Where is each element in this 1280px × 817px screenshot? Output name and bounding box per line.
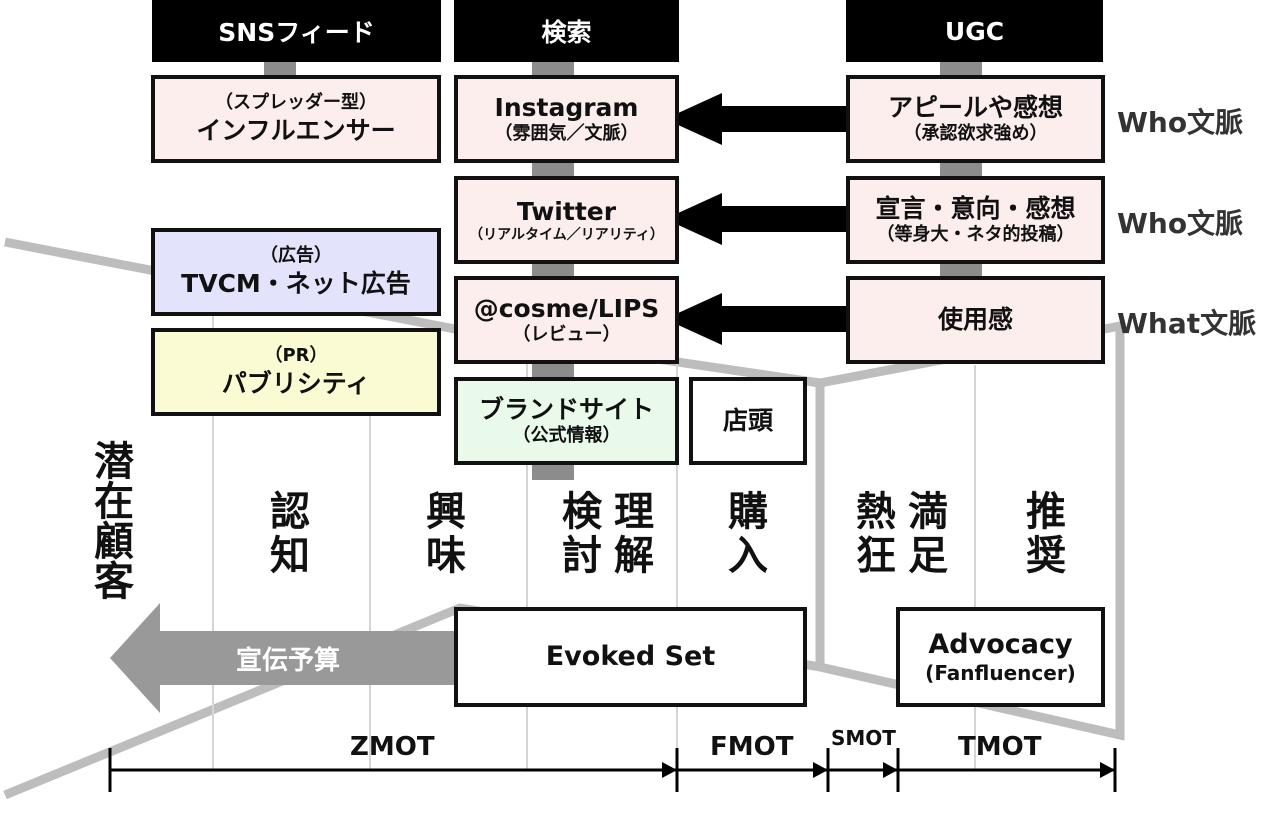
influencer-sub: （スプレッダー型） <box>215 92 377 114</box>
advocacy-box: Advocacy (Fanfluencer) <box>896 607 1105 707</box>
stage-interest: 興味 <box>419 490 465 578</box>
advertising-main: TVCM・ネット広告 <box>181 268 411 298</box>
cosme-sub: （レビュー） <box>512 324 621 346</box>
store-box: 店頭 <box>689 377 807 465</box>
advertising-sub: （広告） <box>260 245 332 267</box>
influencer-box: （スプレッダー型） インフルエンサー <box>151 75 441 163</box>
stage-understanding-consideration: 検討 理解 <box>555 490 653 578</box>
ugc-header: UGC <box>846 0 1103 62</box>
twitter-main: Twitter <box>516 196 617 226</box>
cosme-main: @cosme/LIPS <box>473 294 660 324</box>
publicity-box: （PR） パブリシティ <box>151 328 441 416</box>
appeal-sub: （承認欲求強め） <box>903 123 1048 145</box>
context-label-who-2: Who文脈 <box>1117 207 1244 240</box>
zmot-label: ZMOT <box>350 732 435 762</box>
instagram-sub: （雰囲気／文脈） <box>494 123 639 145</box>
cosme-box: @cosme/LIPS （レビュー） <box>454 276 679 364</box>
latent-customer-label: 潜在顧客 <box>87 440 133 600</box>
twitter-box: Twitter （リアルタイム／リアリティ） <box>454 176 679 264</box>
appeal-box: アピールや感想 （承認欲求強め） <box>846 75 1105 163</box>
tmot-label: TMOT <box>958 732 1042 762</box>
evoked-set-box: Evoked Set <box>454 607 807 707</box>
advertising-box: （広告） TVCM・ネット広告 <box>151 228 441 316</box>
timeline <box>108 748 1117 792</box>
stage-recommend: 推奨 <box>1019 490 1065 578</box>
ugc-arrows <box>665 93 850 345</box>
instagram-box: Instagram （雰囲気／文脈） <box>454 75 679 163</box>
advocacy-sub: (Fanfluencer) <box>925 661 1076 686</box>
advocacy-main: Advocacy <box>928 628 1073 660</box>
context-label-what: What文脈 <box>1117 307 1257 340</box>
instagram-main: Instagram <box>494 93 639 123</box>
search-header: 検索 <box>454 0 679 62</box>
store-label: 店頭 <box>722 406 773 436</box>
smot-label: SMOT <box>831 726 896 750</box>
declaration-box: 宣言・意向・感想 （等身大・ネタ的投稿） <box>846 176 1105 264</box>
publicity-main: パブリシティ <box>221 368 371 398</box>
influencer-main: インフルエンサー <box>196 115 396 145</box>
twitter-sub: （リアルタイム／リアリティ） <box>469 226 664 243</box>
fmot-label: FMOT <box>710 732 794 762</box>
brand-site-main: ブランドサイト <box>478 395 654 425</box>
declaration-main: 宣言・意向・感想 <box>875 194 1076 224</box>
publicity-sub: （PR） <box>264 345 328 367</box>
brand-site-box: ブランドサイト （公式情報） <box>454 377 679 465</box>
budget-label: 宣伝予算 <box>236 646 341 676</box>
budget-arrow <box>110 603 458 713</box>
appeal-main: アピールや感想 <box>887 93 1063 123</box>
stage-purchase: 購入 <box>721 490 767 578</box>
stage-satisfaction-enthusiasm: 熱狂 満足 <box>849 490 947 578</box>
brand-site-sub: （公式情報） <box>512 425 621 447</box>
context-label-who-1: Who文脈 <box>1117 106 1244 139</box>
usage-box: 使用感 <box>846 276 1105 364</box>
stage-awareness: 認知 <box>263 490 309 578</box>
sns-feed-header: SNSフィード <box>152 0 441 62</box>
declaration-sub: （等身大・ネタ的投稿） <box>876 224 1075 246</box>
usage-main: 使用感 <box>937 305 1013 335</box>
evoked-set-label: Evoked Set <box>545 641 716 673</box>
